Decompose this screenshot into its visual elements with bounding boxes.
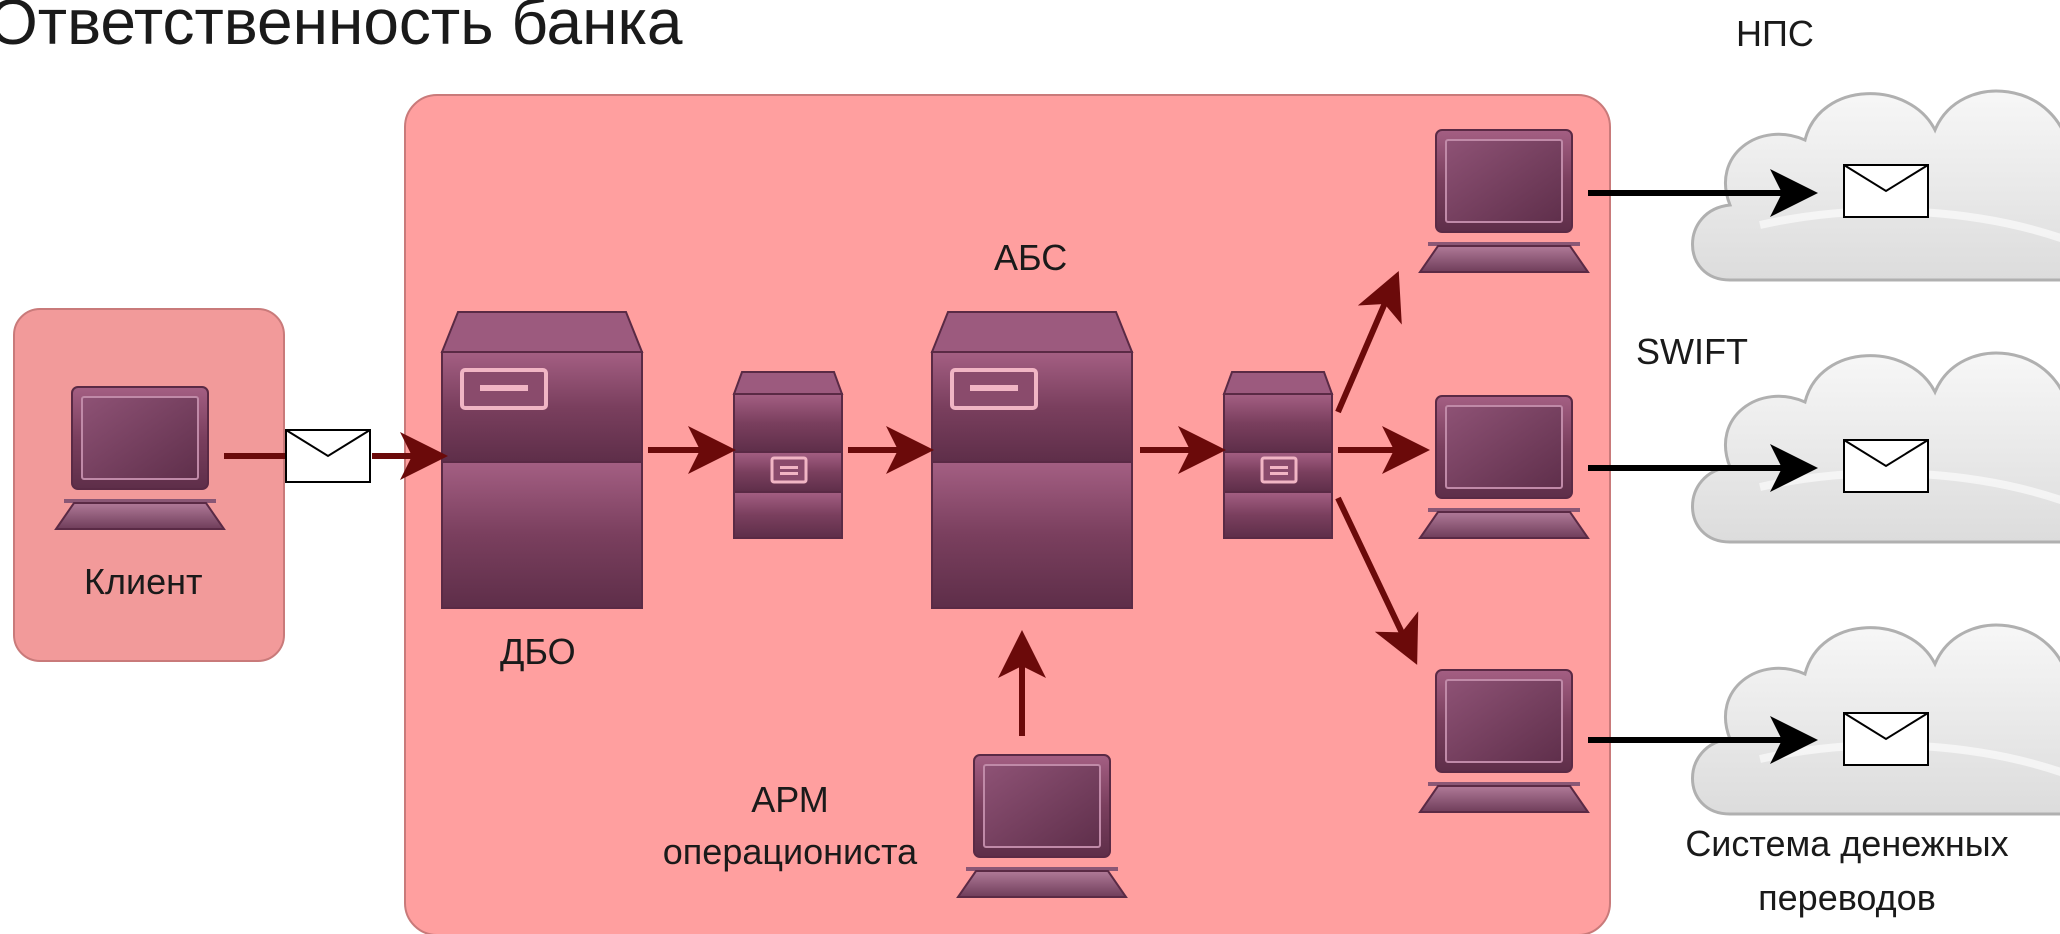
- switch-icon: [1222, 370, 1334, 540]
- arm-label-line2: операциониста: [662, 831, 918, 872]
- arm-label-line1: АРМ: [751, 779, 829, 820]
- laptop-icon: [957, 754, 1127, 898]
- server-icon: [440, 310, 644, 610]
- swift-label: SWIFT: [1636, 331, 1748, 372]
- envelope-icon: [1843, 712, 1929, 766]
- abs-label: АБС: [994, 237, 1068, 278]
- client-label: Клиент: [84, 561, 203, 602]
- arrow-icon: [1335, 496, 1419, 665]
- transfer-label-line1: Система денежных: [1685, 823, 2009, 864]
- laptop-icon: [1419, 129, 1589, 273]
- page-title: Ответственность банка: [0, 0, 683, 58]
- envelope-icon: [285, 429, 371, 483]
- transfer-label-line2: переводов: [1758, 877, 1936, 918]
- server-icon: [930, 310, 1134, 610]
- switch-icon: [732, 370, 844, 540]
- laptop-icon: [1419, 669, 1589, 813]
- laptop-icon: [55, 386, 225, 530]
- nps-label: НПС: [1736, 13, 1814, 54]
- dbo-label: ДБО: [500, 631, 576, 672]
- envelope-icon: [1843, 164, 1929, 218]
- laptop-icon: [1419, 395, 1589, 539]
- envelope-icon: [1843, 439, 1929, 493]
- arrow-icon: [1335, 270, 1402, 414]
